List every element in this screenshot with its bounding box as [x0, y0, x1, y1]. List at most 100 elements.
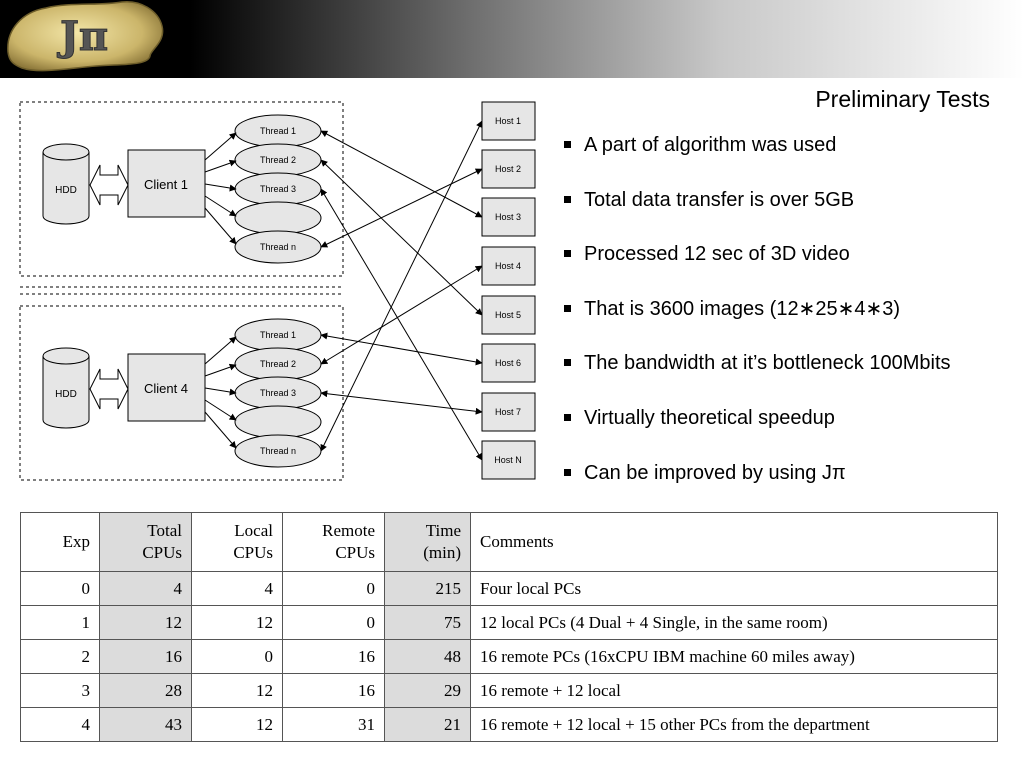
host-label: Host N [494, 455, 522, 465]
cell-exp: 1 [20, 605, 100, 640]
cell-local-cpus: 0 [191, 639, 283, 674]
thread-host-link [320, 120, 483, 452]
host-label: Host 3 [495, 212, 521, 222]
header-time: Time (min) [384, 512, 471, 572]
client-1-label: Client 1 [144, 177, 188, 192]
cell-comments: Four local PCs [470, 571, 998, 606]
thread-host-link [320, 130, 483, 218]
table-row: 0 4 4 0 215 Four local PCs [20, 571, 998, 606]
client-thread-arrow [204, 363, 237, 377]
thread-label: Thread 2 [260, 359, 296, 369]
bullet-marker [564, 250, 571, 258]
bullet-marker [564, 141, 571, 148]
client-4-label: Client 4 [144, 381, 188, 396]
data-flow-arrow [89, 164, 129, 206]
bullet-marker [564, 359, 571, 367]
bullet-text: The bandwidth at it’s bottleneck 100Mbit… [584, 352, 951, 375]
thread-node [234, 201, 322, 235]
cell-total-cpus: 16 [99, 639, 192, 674]
cell-time: 215 [384, 571, 471, 606]
cell-exp: 0 [20, 571, 100, 606]
table-header-row: Exp Total CPUs Local CPUs Remote CPUs Ti… [20, 512, 998, 572]
cell-comments: 16 remote + 12 local [470, 673, 998, 708]
client-thread-arrow [204, 207, 237, 245]
system-diagram: HDD Client 1 Thread 1 Thread 2 Thread 3 … [19, 101, 536, 481]
thread-host-link [320, 159, 483, 316]
hdd-cylinder-1: HDD [42, 143, 90, 225]
host-label: Host 2 [495, 164, 521, 174]
host-box [481, 246, 536, 286]
cell-remote-cpus: 31 [282, 707, 385, 742]
client-thread-arrow [204, 399, 237, 421]
host-label: Host 7 [495, 407, 521, 417]
cell-time: 75 [384, 605, 471, 640]
cell-total-cpus: 4 [99, 571, 192, 606]
jpi-logo: Jπ [7, 1, 164, 72]
host-box [481, 101, 536, 141]
bullet-item: That is 3600 images (12∗25∗4∗3) [562, 292, 1022, 347]
bullet-marker [564, 413, 571, 421]
bullet-item: Can be improved by using Jπ [562, 456, 1022, 511]
bullet-marker [564, 468, 571, 476]
bullet-item: The bandwidth at it’s bottleneck 100Mbit… [562, 346, 1022, 401]
bullet-text: Virtually theoretical speedup [584, 406, 835, 429]
data-flow-arrow [89, 368, 129, 410]
cell-time: 21 [384, 707, 471, 742]
cell-exp: 4 [20, 707, 100, 742]
table-row: 1 12 12 0 75 12 local PCs (4 Dual + 4 Si… [20, 605, 998, 640]
table-row: 4 43 12 31 21 16 remote + 12 local + 15 … [20, 707, 998, 742]
title-banner [0, 0, 1024, 78]
results-table: Exp Total CPUs Local CPUs Remote CPUs Ti… [20, 512, 998, 742]
cell-remote-cpus: 16 [282, 639, 385, 674]
hdd-cylinder-2: HDD [42, 347, 90, 429]
client-thread-arrow [204, 183, 237, 192]
host-box [481, 392, 536, 432]
header-local-cpus: Local CPUs [191, 512, 283, 572]
bullet-text: Total data transfer is over 5GB [584, 188, 855, 211]
host-label: Host 6 [495, 358, 521, 368]
host-label: Host 5 [495, 310, 521, 320]
client-thread-arrow [204, 159, 237, 173]
client-thread-arrow [204, 387, 237, 396]
header-exp: Exp [20, 512, 100, 572]
thread-label: Thread n [260, 242, 296, 252]
cell-comments: 16 remote + 12 local + 15 other PCs from… [470, 707, 998, 742]
thread-host-link [320, 168, 483, 248]
thread-label: Thread 3 [260, 184, 296, 194]
table-row: 2 16 0 16 48 16 remote PCs (16xCPU IBM m… [20, 639, 998, 674]
client-thread-arrow [204, 132, 237, 161]
bullet-marker [564, 195, 571, 203]
slide-title: Preliminary Tests [815, 86, 990, 112]
cell-comments: 16 remote PCs (16xCPU IBM machine 60 mil… [470, 639, 998, 674]
cell-local-cpus: 12 [191, 605, 283, 640]
bullet-text: A part of algorithm was used [584, 134, 837, 156]
bullet-item: Virtually theoretical speedup [562, 401, 1022, 456]
bullet-text: Can be improved by using Jπ [584, 461, 846, 484]
cell-local-cpus: 12 [191, 673, 283, 708]
bullet-item: A part of algorithm was used [562, 128, 1022, 183]
thread-label: Thread 3 [260, 388, 296, 398]
host-box [481, 440, 536, 480]
table-row: 3 28 12 16 29 16 remote + 12 local [20, 673, 998, 708]
thread-label: Thread n [260, 446, 296, 456]
thread-node [234, 405, 322, 439]
host-box [481, 197, 536, 237]
thread-label: Thread 1 [260, 126, 296, 136]
header-comments: Comments [470, 512, 998, 572]
bullet-marker [564, 304, 571, 312]
bullet-item: Processed 12 sec of 3D video [562, 237, 1022, 292]
host-box [481, 149, 536, 189]
cell-remote-cpus: 16 [282, 673, 385, 708]
thread-host-link [320, 188, 483, 461]
cell-time: 29 [384, 673, 471, 708]
thread-label: Thread 1 [260, 330, 296, 340]
cell-time: 48 [384, 639, 471, 674]
cell-local-cpus: 4 [191, 571, 283, 606]
hdd-label: HDD [55, 389, 77, 400]
cell-comments: 12 local PCs (4 Dual + 4 Single, in the … [470, 605, 998, 640]
cell-total-cpus: 28 [99, 673, 192, 708]
host-label: Host 1 [495, 116, 521, 126]
host-label: Host 4 [495, 261, 521, 271]
cell-exp: 2 [20, 639, 100, 674]
client-thread-arrow [204, 336, 237, 365]
